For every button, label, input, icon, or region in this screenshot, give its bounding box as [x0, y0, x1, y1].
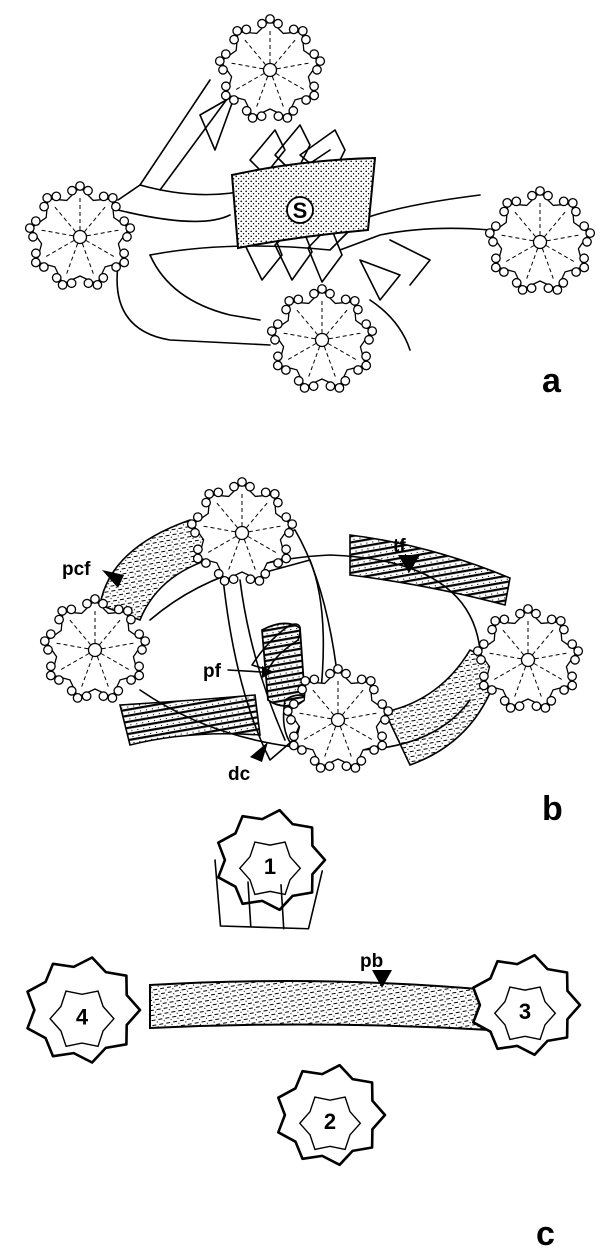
- panel-c-basal-body-4: 4: [28, 958, 141, 1063]
- panel-b-basal-body-1: [188, 478, 297, 585]
- panel-c-basal-body-3: 3: [473, 955, 580, 1055]
- label-s: S: [293, 198, 308, 223]
- panel-c-basal-body-1: 1: [215, 810, 325, 929]
- label-tf: tf: [393, 536, 406, 557]
- transitional-fibre: [350, 535, 510, 605]
- basal-body-number-4: 4: [76, 1005, 89, 1030]
- lower-left-fibre: [120, 695, 260, 745]
- proximal-connecting-fibre-lower: [385, 650, 500, 765]
- basal-body-number-3: 3: [519, 999, 531, 1024]
- peripheral-band: [150, 981, 490, 1030]
- panel-a-basal-body-4: [268, 285, 377, 392]
- panel-c-basal-body-2: 2: [278, 1065, 385, 1165]
- panel-a-basal-body-1: [216, 15, 325, 122]
- panel-a-letter: a: [542, 362, 562, 400]
- panel-a-basal-body-3: [486, 187, 595, 294]
- panel-a: S a: [26, 15, 595, 400]
- label-pcf: pcf: [62, 559, 91, 580]
- pf-arrow-line: [228, 670, 262, 672]
- panel-b-basal-body-3: [474, 605, 583, 712]
- panel-b-basal-bodies: [41, 478, 583, 772]
- panel-a-basal-body-2: [26, 182, 135, 289]
- label-pf: pf: [203, 661, 222, 682]
- basal-body-number-2: 2: [324, 1109, 336, 1134]
- label-dc: dc: [228, 764, 251, 785]
- panel-b: pcf tf pf dc b: [41, 478, 583, 828]
- label-pb: pb: [360, 951, 383, 972]
- panel-c-letter: c: [536, 1215, 555, 1252]
- basal-body-number-1: 1: [264, 854, 276, 879]
- panel-b-letter: b: [542, 790, 563, 828]
- panel-c: 1 2 3 4 pb c: [28, 810, 581, 1252]
